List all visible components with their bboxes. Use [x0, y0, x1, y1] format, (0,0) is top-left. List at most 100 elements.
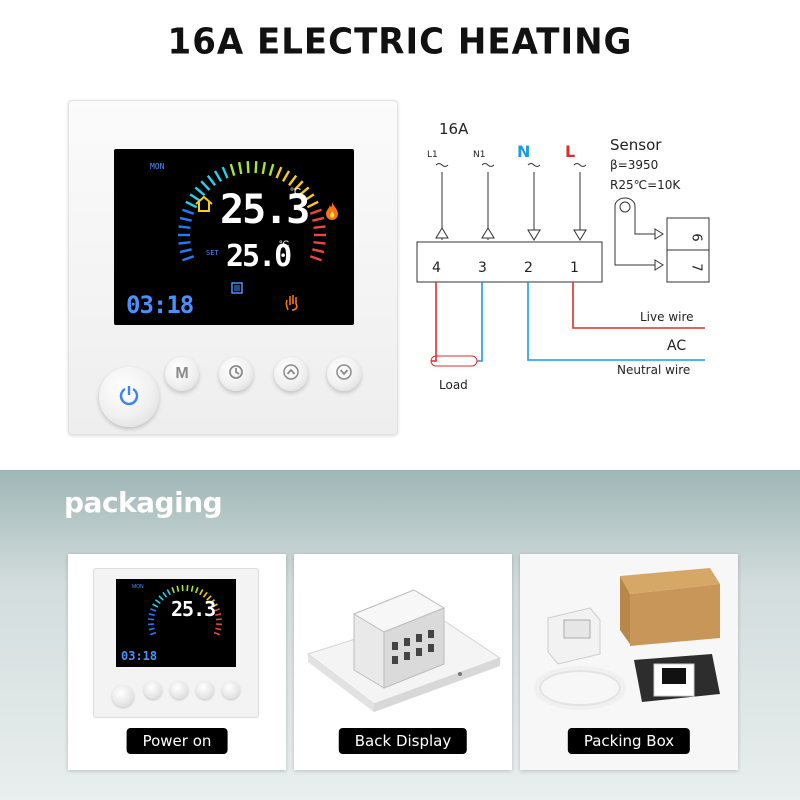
terminal-4: 4: [432, 260, 441, 276]
wiring-diagram: 16A L1 N1 N L Sensor β=3950 R25℃=10K 4 3…: [405, 110, 725, 400]
mini-temperature-arc: [148, 585, 222, 636]
page-title: 16A ELECTRIC HEATING: [167, 21, 633, 63]
packing-box-illustration: [534, 568, 720, 710]
set-temperature: 25.0: [226, 239, 292, 274]
mini-down-button: [222, 681, 240, 699]
n1-label: N1: [473, 150, 486, 160]
arc-segment: [313, 225, 326, 229]
arc-segment: [246, 161, 250, 174]
mini-lcd-day: MON: [132, 584, 144, 590]
arc-segment: [213, 631, 221, 636]
ac-label: AC: [667, 338, 687, 354]
arc-segment: [202, 591, 208, 598]
arc-segment: [211, 603, 218, 608]
arc-segment: [182, 255, 195, 262]
chevron-down-icon: [336, 363, 352, 385]
arc-segment: [303, 193, 315, 202]
clock-icon: [228, 364, 244, 385]
clock-display: 03:18: [126, 291, 194, 319]
arc-segment: [221, 166, 229, 179]
arc-segment: [195, 587, 199, 594]
arc-segment: [237, 161, 243, 175]
heat-wave-icon: [231, 281, 243, 299]
arc-segment: [179, 216, 192, 222]
arc-segment: [309, 208, 322, 215]
arc-segment: [158, 595, 164, 601]
terminal-2: 2: [524, 260, 533, 276]
thermostat-back-illustration: [306, 589, 502, 712]
arc-segment: [199, 589, 204, 596]
arc-segment: [166, 589, 171, 596]
back-display-card: Back Display: [294, 554, 512, 770]
arc-segment: [215, 627, 222, 631]
arc-segment: [171, 587, 175, 594]
arc-segment: [275, 166, 283, 179]
arc-segment: [189, 193, 201, 202]
sensor-title: Sensor: [610, 136, 662, 154]
arc-segment: [176, 585, 180, 592]
power-icon: [118, 384, 140, 411]
arc-segment: [268, 163, 275, 176]
arc-segment: [190, 585, 194, 592]
current-temperature-unit: °C: [290, 187, 302, 198]
arc-segment: [261, 161, 267, 175]
temperature-arc: [178, 161, 326, 262]
sensor-resistance: R25℃=10K: [610, 178, 681, 192]
lcd-screen: MON 25.3 °C SET 25.0 °C 03:18: [114, 149, 354, 325]
mini-power-button: [112, 685, 134, 707]
packaging-section: packaging MON 25.3 03:18 Power on: [0, 470, 800, 800]
arc-segment: [229, 163, 236, 176]
down-button[interactable]: [327, 357, 361, 391]
arc-segment: [206, 595, 212, 601]
clock-button[interactable]: [219, 357, 253, 391]
home-icon: [194, 195, 214, 218]
arc-segment: [312, 216, 325, 222]
arc-segment: [152, 603, 159, 608]
power-on-card: MON 25.3 03:18 Power on: [68, 554, 286, 770]
arc-segment: [178, 241, 191, 245]
arc-segment: [306, 200, 319, 209]
mini-lcd-screen: MON 25.3 03:18: [116, 579, 236, 667]
packing-box-card: Packing Box: [520, 554, 738, 770]
power-button[interactable]: [99, 367, 159, 427]
terminal-3: 3: [478, 260, 487, 276]
neutral-wire-label: Neutral wire: [617, 363, 691, 377]
arc-segment: [148, 613, 155, 617]
set-label: SET: [206, 249, 219, 257]
wiring-lines: [416, 163, 710, 367]
sensor-terminal-7: 7: [688, 263, 704, 272]
mode-button[interactable]: M: [165, 357, 199, 391]
set-temperature-unit: °C: [279, 239, 290, 249]
mode-button-label: M: [175, 365, 189, 382]
amperage-label: 16A: [439, 120, 469, 138]
neutral-label: N: [517, 142, 531, 161]
l1-label: L1: [427, 150, 438, 160]
arc-segment: [182, 208, 195, 215]
up-button[interactable]: [274, 357, 308, 391]
arc-segment: [313, 241, 326, 245]
mini-mode-button: [144, 681, 162, 699]
arc-segment: [312, 248, 325, 254]
chevron-up-icon: [283, 363, 299, 385]
power-on-label: Power on: [126, 728, 228, 754]
sensor-beta: β=3950: [610, 158, 659, 172]
sensor-terminal-6: 6: [688, 233, 704, 242]
arc-segment: [206, 174, 216, 186]
packing-box-label: Packing Box: [567, 728, 691, 754]
arc-segment: [154, 599, 161, 604]
arc-segment: [293, 180, 304, 191]
back-display-label: Back Display: [338, 728, 468, 754]
arc-segment: [298, 186, 310, 197]
arc-segment: [215, 613, 222, 617]
arc-segment: [213, 608, 220, 612]
live-wire-label: Live wire: [640, 310, 694, 324]
arc-segment: [281, 170, 291, 182]
arc-segment: [213, 170, 223, 182]
mini-up-button: [196, 681, 214, 699]
arc-segment: [200, 180, 211, 191]
lcd-day: MON: [150, 162, 165, 171]
arc-segment: [309, 255, 322, 262]
terminal-1: 1: [570, 260, 579, 276]
current-temperature: 25.3: [220, 187, 310, 233]
thermostat-panel: MON 25.3 °C SET 25.0 °C 03:18 M: [68, 100, 398, 435]
